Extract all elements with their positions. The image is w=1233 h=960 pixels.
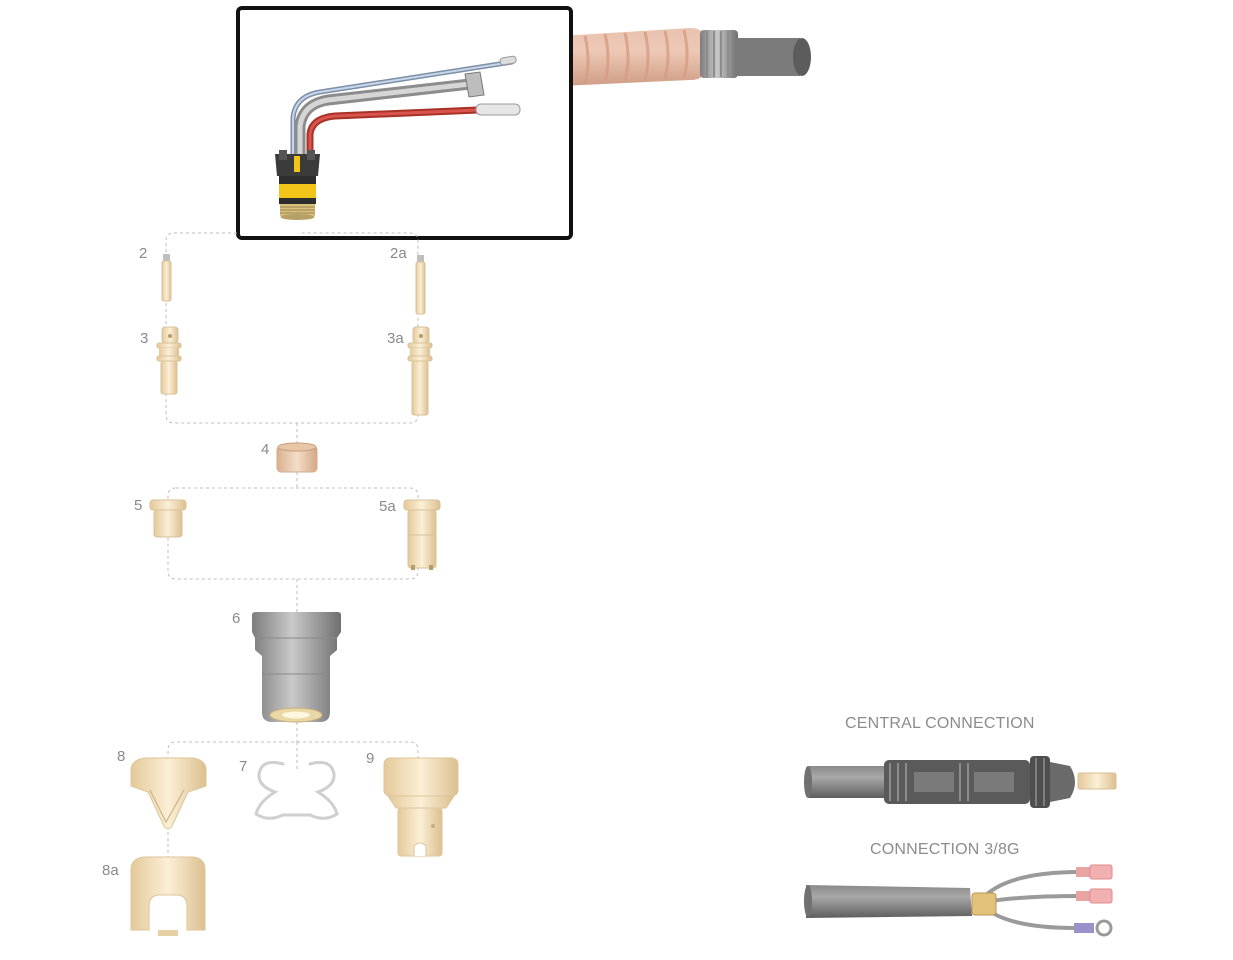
- part-5-spacer: [149, 499, 187, 538]
- part-6-nozzle: [252, 612, 341, 723]
- g38-terminal-red-1: [1089, 864, 1113, 880]
- g38-cable: [806, 885, 972, 918]
- red-lead-terminal: [475, 103, 521, 116]
- part-3a-holder: [407, 326, 433, 416]
- g38-fitting: [971, 892, 997, 916]
- central-connector-body: [884, 760, 1030, 804]
- label-part-7: 7: [239, 758, 247, 775]
- label-part-6: 6: [232, 610, 240, 627]
- part-8a-guide: [130, 856, 206, 936]
- part-labels: 2 2a 3 3a 4 5 5a 6 7 8 8a 9: [102, 245, 407, 879]
- central-cable: [806, 766, 892, 798]
- g38-terminal-blue: [1074, 923, 1094, 933]
- central-connection-title: CENTRAL CONNECTION: [845, 715, 1035, 732]
- part-4-diffuser: [276, 442, 318, 473]
- part-2a-electrode: [415, 255, 426, 315]
- label-part-4: 4: [261, 441, 269, 458]
- hose-cable: [736, 38, 807, 76]
- torch-head-yellow-ring: [279, 184, 316, 198]
- g38-terminal-red-2: [1089, 888, 1113, 904]
- label-part-5a: 5a: [379, 498, 396, 515]
- g38-ring-terminal: [1095, 919, 1113, 937]
- part-2-electrode: [161, 254, 172, 302]
- label-part-5: 5: [134, 497, 142, 514]
- torch-hose: [560, 28, 811, 86]
- part-9-adapter: [383, 757, 459, 857]
- label-part-2: 2: [139, 245, 147, 262]
- label-part-3: 3: [140, 330, 148, 347]
- central-connection: CENTRAL CONNECTION: [804, 715, 1117, 808]
- part-3-holder: [156, 326, 182, 395]
- label-part-2a: 2a: [390, 245, 407, 262]
- hose-ferrule: [700, 30, 738, 78]
- torch-body-highlight: [236, 6, 573, 240]
- part-7-spring: [254, 760, 339, 820]
- assembly-connector-lines: [165, 232, 419, 858]
- part-5a-spacer: [403, 499, 441, 570]
- central-nut: [1030, 756, 1050, 808]
- label-part-3a: 3a: [387, 330, 404, 347]
- label-part-9: 9: [366, 750, 374, 767]
- label-part-8: 8: [117, 748, 125, 765]
- part-8-standoff: [130, 757, 207, 830]
- connection-3-8g-title: CONNECTION 3/8G: [870, 841, 1020, 858]
- label-part-8a: 8a: [102, 862, 119, 879]
- connection-3-8g: CONNECTION 3/8G: [804, 841, 1113, 937]
- central-pin: [1077, 772, 1117, 790]
